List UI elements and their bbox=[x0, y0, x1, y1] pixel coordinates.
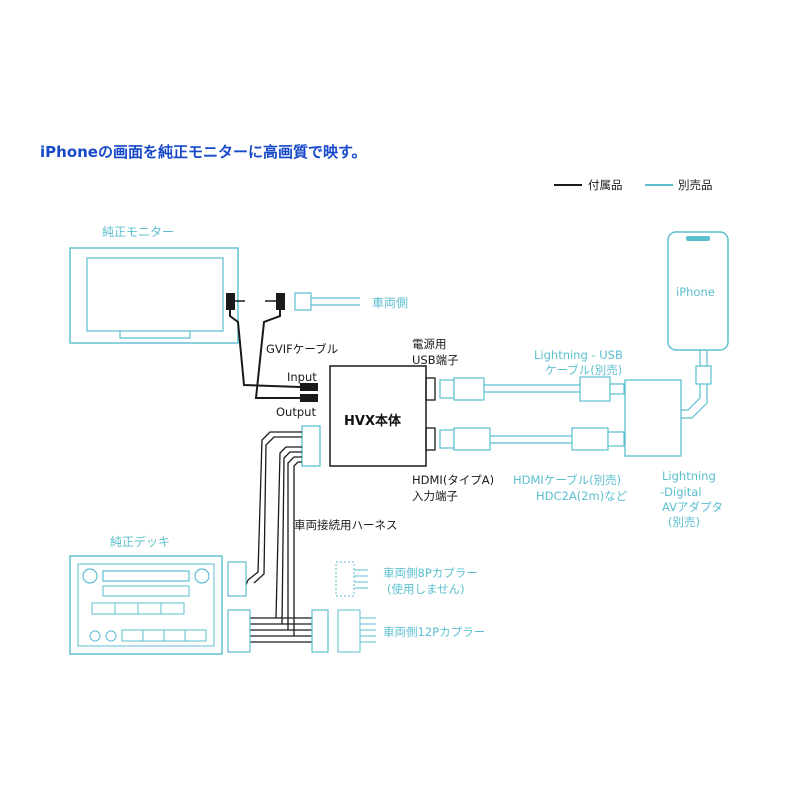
vehicle-connector-wire bbox=[311, 297, 360, 306]
vehicle-side-connector: 車両側 bbox=[294, 292, 408, 311]
coupler-12p-label: 車両側12Pカプラー bbox=[383, 625, 485, 639]
harness-label: 車両接続用ハーネス bbox=[294, 518, 398, 532]
av-adapter-body-icon bbox=[624, 379, 682, 457]
coupler-8p-label-2: (使用しません) bbox=[387, 582, 465, 596]
coupler-8p-icon bbox=[335, 561, 355, 597]
gvif-cable-label: GVIFケーブル bbox=[266, 342, 338, 356]
usb-plug-body-icon bbox=[453, 377, 485, 401]
av-adapter-wire bbox=[681, 383, 708, 419]
usb-plug-icon bbox=[439, 379, 455, 399]
vehicle-connector-icon bbox=[294, 292, 312, 311]
hdmi-wire bbox=[490, 435, 572, 444]
deck-left-knob-icon bbox=[82, 568, 98, 584]
av-adapter-lightning-plug-icon bbox=[695, 365, 712, 385]
hdmi-port-label-2: 入力端子 bbox=[412, 489, 458, 503]
hdmi-plug-body-icon bbox=[453, 427, 491, 451]
hvx-unit-label: HVX本体 bbox=[344, 413, 402, 429]
legend-sold-separately-label: 別売品 bbox=[678, 178, 713, 192]
av-adapter-label-2: -Digital bbox=[660, 485, 701, 499]
harness-vehicle-12p-plug-icon bbox=[311, 609, 329, 653]
iphone-notch-icon bbox=[686, 236, 710, 241]
monitor-label: 純正モニター bbox=[102, 225, 174, 239]
deck-body-icon bbox=[69, 555, 223, 655]
gvif-wire-output bbox=[254, 310, 300, 399]
av-adapter-label-4: (別売) bbox=[668, 515, 700, 529]
coupler-8p: 車両側8Pカプラー (使用しません) bbox=[335, 561, 478, 597]
deck-display bbox=[102, 585, 190, 597]
lightning-plug-tip-icon bbox=[609, 383, 625, 395]
deck-disc-slot bbox=[102, 570, 190, 582]
lightning-usb-cable: Lightning - USB ケーブル(別売) bbox=[439, 348, 625, 402]
output-label: Output bbox=[276, 405, 316, 419]
monitor-bezel-icon bbox=[69, 247, 239, 344]
harness-deck-8p-plug-icon bbox=[227, 561, 247, 597]
hvx-unit-body bbox=[329, 365, 427, 467]
harness-hvx-plug-icon bbox=[301, 425, 321, 467]
deck: 純正デッキ bbox=[69, 534, 223, 655]
iphone-body-icon bbox=[667, 231, 729, 351]
deck-button-dividers-2 bbox=[142, 630, 186, 641]
input-label: Input bbox=[287, 370, 317, 384]
deck-small-knob-2-icon bbox=[105, 630, 117, 642]
coupler-12p: 車両側12Pカプラー bbox=[337, 609, 485, 653]
hvx-main-unit: HVX本体 電源用 USB端子 HDMI(タイプA) 入力端子 bbox=[329, 337, 494, 503]
monitor: 純正モニター bbox=[69, 225, 239, 344]
iphone-label: iPhone bbox=[676, 285, 715, 299]
deck-label: 純正デッキ bbox=[110, 534, 170, 549]
deck-right-knob-icon bbox=[194, 568, 210, 584]
gvif-cable: GVIFケーブル Input Output bbox=[226, 293, 338, 419]
hdmi-cable-label-1: HDMIケーブル(別売) bbox=[513, 473, 621, 487]
deck-button-dividers bbox=[114, 603, 162, 614]
gvif-plug-input-icon bbox=[300, 383, 318, 391]
legend-included-label: 付属品 bbox=[588, 178, 623, 192]
usb-port-label-2: USB端子 bbox=[412, 353, 459, 367]
hdmi-port-icon bbox=[425, 427, 436, 451]
hdmi-plug-icon bbox=[439, 429, 455, 449]
av-adapter-lightning-tip-icon bbox=[699, 349, 708, 367]
gvif-plug-vehicle-icon bbox=[276, 293, 285, 310]
coupler-12p-icon bbox=[337, 609, 361, 653]
lightning-usb-label-1: Lightning - USB bbox=[534, 348, 623, 362]
harness-wire-bundle-12p bbox=[275, 446, 302, 636]
harness-wire-bundle-8p bbox=[245, 431, 302, 586]
av-adapter-label-3: AVアダプタ bbox=[662, 500, 723, 514]
lightning-usb-wire bbox=[484, 384, 580, 393]
iphone: iPhone bbox=[667, 231, 729, 351]
coupler-8p-wires bbox=[354, 569, 368, 589]
harness-12p-cross-wires bbox=[250, 617, 312, 643]
usb-port-label-1: 電源用 bbox=[412, 337, 447, 351]
monitor-stand bbox=[119, 331, 191, 339]
vehicle-side-label: 車両側 bbox=[372, 296, 408, 310]
lightning-usb-label-2: ケーブル(別売) bbox=[545, 363, 622, 377]
headline: iPhoneの画面を純正モニターに高画質で映す。 bbox=[40, 143, 366, 161]
hdmi-cable: HDMIケーブル(別売) HDC2A(2m)など bbox=[439, 427, 628, 503]
coupler-12p-wires bbox=[360, 617, 376, 643]
deck-faceplate bbox=[77, 563, 215, 647]
deck-small-knob-1-icon bbox=[89, 630, 101, 642]
lightning-plug-body-icon bbox=[579, 376, 611, 402]
gvif-plug-output-icon bbox=[300, 394, 318, 402]
coupler-8p-label-1: 車両側8Pカプラー bbox=[383, 566, 478, 580]
gvif-plug-monitor-icon bbox=[226, 293, 235, 310]
harness-deck-12p-plug-icon bbox=[227, 609, 251, 653]
monitor-screen bbox=[86, 257, 224, 332]
vehicle-harness: 車両接続用ハーネス bbox=[227, 425, 398, 653]
usb-port-icon bbox=[425, 377, 436, 401]
hdmi-cable-label-2: HDC2A(2m)など bbox=[536, 489, 628, 503]
gvif-wire-input bbox=[229, 310, 301, 388]
av-adapter: Lightning -Digital AVアダプタ (別売) bbox=[624, 349, 723, 529]
av-adapter-label-1: Lightning bbox=[662, 469, 716, 483]
hdmi-plug-adapter-body-icon bbox=[571, 427, 609, 451]
hdmi-port-label-1: HDMI(タイプA) bbox=[412, 473, 494, 487]
legend: 付属品 別売品 bbox=[554, 178, 713, 192]
hdmi-plug-adapter-tip-icon bbox=[607, 431, 625, 447]
